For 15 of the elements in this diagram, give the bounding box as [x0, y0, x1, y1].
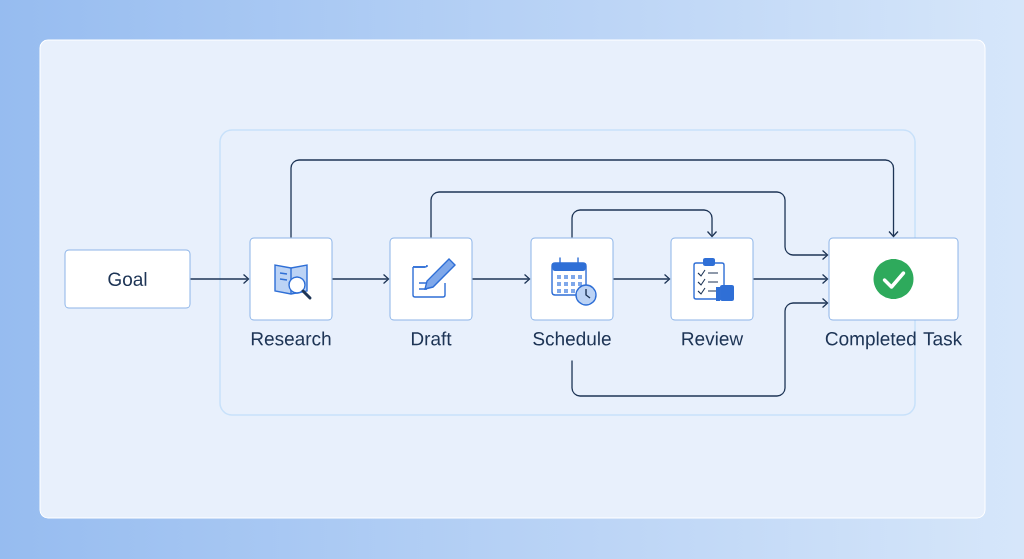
- step-label: Completed Task: [825, 331, 963, 350]
- step-label: Review: [682, 331, 744, 346]
- goal-box: Goal: [64, 249, 191, 309]
- arrow: [571, 209, 718, 239]
- step-label: Schedule: [533, 331, 611, 346]
- arrow: [189, 273, 250, 285]
- arrow: [612, 273, 671, 285]
- arrow: [752, 273, 829, 285]
- step-label: Draft: [411, 331, 452, 346]
- arrow: [331, 273, 390, 285]
- arrow: [471, 273, 531, 285]
- arrow: [571, 297, 829, 397]
- arrow: [290, 159, 899, 239]
- arrow: [430, 191, 829, 261]
- step-label: Research: [251, 331, 331, 346]
